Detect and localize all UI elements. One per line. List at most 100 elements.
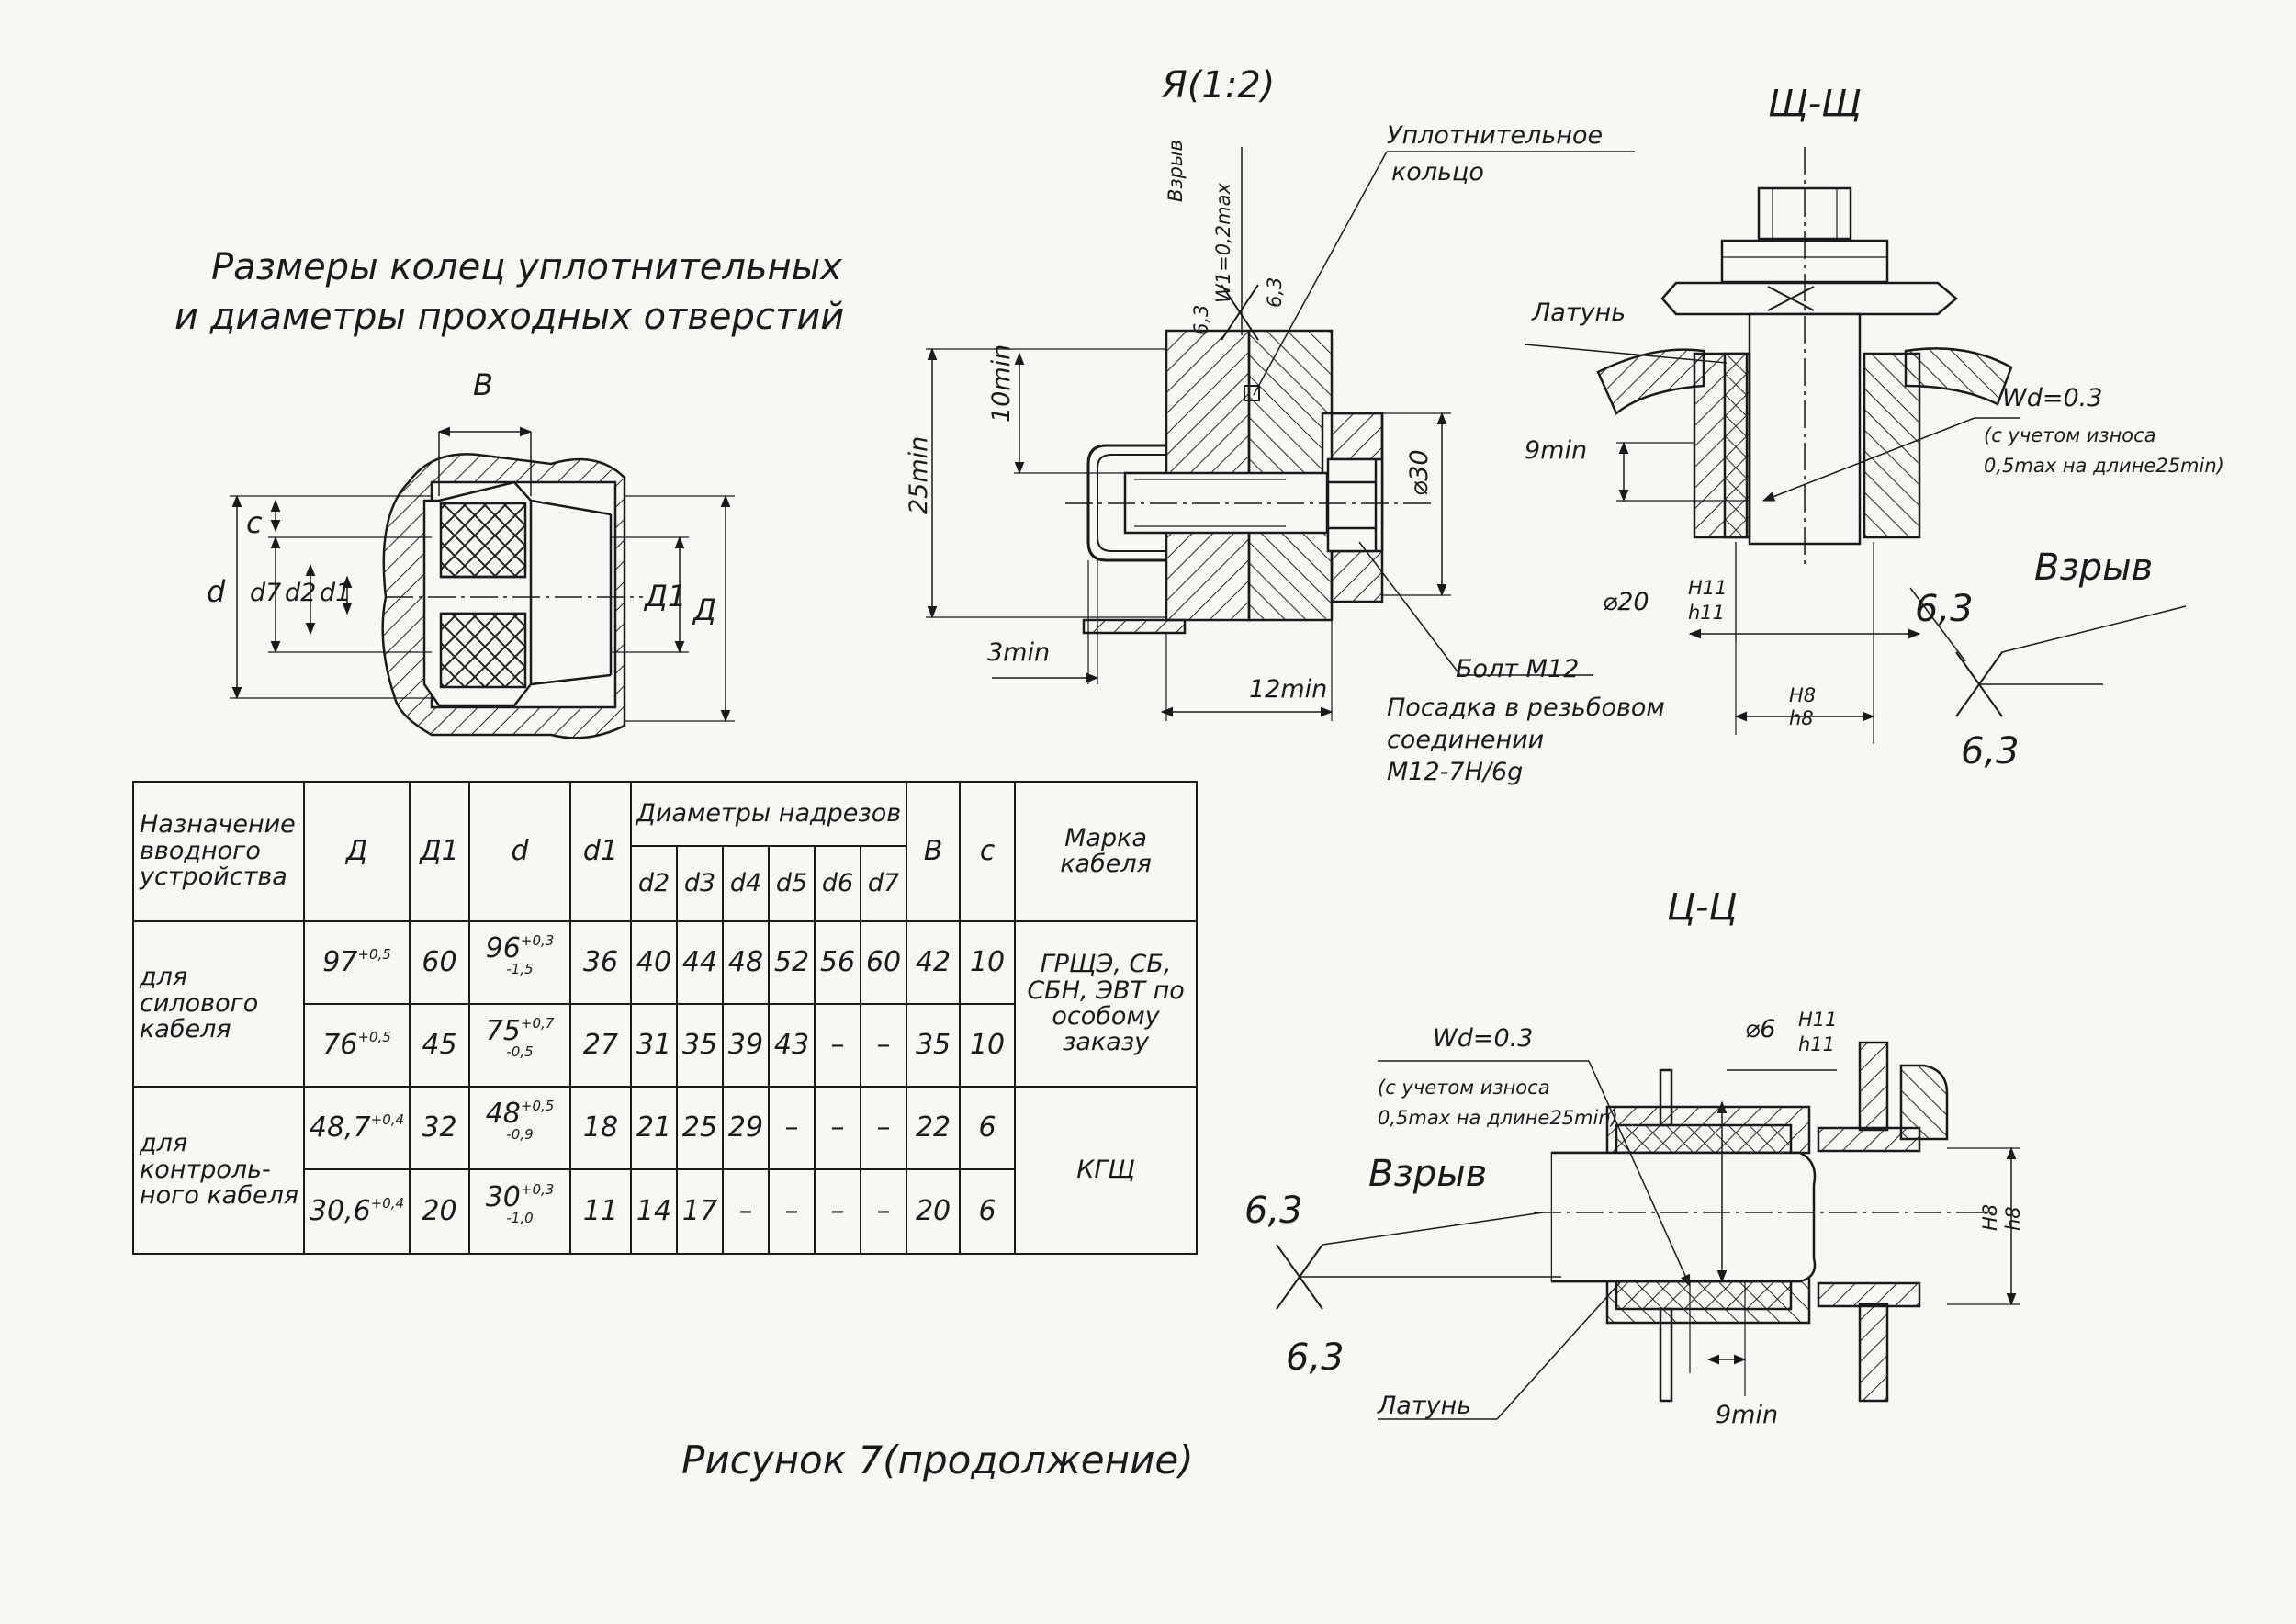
view-ya-title: Я(1:2)	[1162, 64, 1276, 107]
table-row: 76+0,5 45 75+0,7 -0,5 27 31 35 39 43 – –…	[133, 1003, 1197, 1088]
cell-d1-big: 20	[409, 1168, 470, 1255]
ya-w1-label: W1=0,2max	[1212, 183, 1234, 303]
group-control-cable: для контроль-ного кабеля	[132, 1086, 305, 1255]
dim-d1-label: d1	[320, 579, 352, 607]
cell-d-big: 48,7+0,4	[303, 1086, 411, 1170]
ya-dim-10: 10min	[987, 344, 1016, 423]
cell-cut: 21	[630, 1086, 678, 1170]
cell-cut: 60	[859, 920, 908, 1005]
cell-cut: 17	[676, 1168, 724, 1255]
sch-wear-label: (с учетом износа	[1984, 424, 2156, 446]
cell-cut: 25	[676, 1086, 724, 1170]
view-ts-drawing	[1276, 1041, 2020, 1420]
ts-fit2-den: h8	[2002, 1206, 2024, 1231]
cell-b: 20	[906, 1168, 962, 1255]
cell-cut: 31	[630, 1003, 678, 1088]
cell-c: 10	[959, 920, 1017, 1005]
dim-b-label: B	[473, 367, 493, 402]
ts-dim-9: 9min	[1716, 1401, 1779, 1429]
cell-cut: –	[859, 1003, 908, 1088]
cell-cut: 56	[814, 920, 861, 1005]
bolt-label: Болт М12	[1456, 655, 1580, 683]
sch-roughness-b: 6,3	[1961, 730, 2020, 773]
cell-cut: –	[722, 1168, 770, 1255]
cell-d1-big: 45	[409, 1003, 470, 1088]
cell-cut: –	[859, 1086, 908, 1170]
cell-cut: –	[859, 1168, 908, 1255]
ya-dim-3: 3min	[987, 638, 1051, 667]
sch-fit2-den: h8	[1789, 707, 1814, 729]
cell-cut: 43	[768, 1003, 816, 1088]
cell-d: 96+0,3 -1,5	[468, 920, 571, 1005]
ring-dimensions-table: Назначение вводного устройства Д Д1 d d1…	[132, 781, 1199, 1255]
cell-cut: 39	[722, 1003, 770, 1088]
cell-c: 6	[959, 1086, 1017, 1170]
cell-b: 35	[906, 1003, 962, 1088]
fit-label-2: соединении	[1387, 726, 1545, 754]
header-d2: d2	[630, 845, 678, 922]
sch-dim-d20: ⌀20	[1603, 588, 1649, 616]
cell-d-big: 30,6+0,4	[303, 1168, 411, 1255]
header-d7: d7	[859, 845, 908, 922]
cell-d-big: 97+0,5	[303, 920, 411, 1005]
cell-cut: –	[814, 1086, 861, 1170]
dim-d-label: d	[207, 574, 226, 609]
cell-cut: 14	[630, 1168, 678, 1255]
sch-fit-num: H11	[1688, 577, 1728, 599]
cell-d1: 36	[569, 920, 632, 1005]
ts-fit2-num: H8	[1979, 1203, 2001, 1231]
sch-dim-9: 9min	[1525, 436, 1588, 465]
cell-cut: 52	[768, 920, 816, 1005]
cell-cut: 29	[722, 1086, 770, 1170]
cell-b: 22	[906, 1086, 962, 1170]
ya-roughness-b: 6,3	[1264, 276, 1286, 308]
cell-mark-power: ГРЩЭ, СБ, СБН, ЭВТ по особому заказу	[1014, 920, 1199, 1088]
cell-d: 48+0,5 -0,9	[468, 1086, 571, 1170]
view-ya-drawing	[926, 147, 1635, 721]
figure-caption: Рисунок 7(продолжение)	[681, 1438, 1194, 1483]
cell-d-big: 76+0,5	[303, 1003, 411, 1088]
cell-d: 30+0,3 -1,0	[468, 1168, 571, 1255]
cell-d: 75+0,7 -0,5	[468, 1003, 571, 1088]
dim-d2-label: d2	[285, 579, 317, 607]
header-d3: d3	[676, 845, 724, 922]
cell-d1-big: 60	[409, 920, 470, 1005]
ring-sizes-title: Размеры колец уплотнительных	[211, 246, 842, 288]
cell-c: 6	[959, 1168, 1017, 1255]
ts-roughness-b: 6,3	[1286, 1336, 1345, 1379]
seal-ring-label: Уплотнительное	[1387, 121, 1604, 150]
sch-fit2-num: H8	[1789, 684, 1817, 706]
ring-sizes-title-2: и диаметры проходных отверстий	[174, 296, 845, 338]
seal-ring-section	[230, 426, 735, 739]
dim-c-label: c	[246, 505, 263, 540]
header-d4: d4	[722, 845, 770, 922]
ts-dim-d6: ⌀6	[1745, 1015, 1776, 1043]
cell-cut: 48	[722, 920, 770, 1005]
cell-cut: –	[814, 1003, 861, 1088]
table-row: 30,6+0,4 20 30+0,3 -1,0 11 14 17 – – – –…	[133, 1168, 1197, 1255]
cell-b: 42	[906, 920, 962, 1005]
fit-label: Посадка в резьбовом	[1387, 694, 1665, 722]
dim-d1-big-label: Д1	[645, 579, 687, 614]
cell-d1: 11	[569, 1168, 632, 1255]
seal-ring-label-2: кольцо	[1391, 158, 1484, 186]
cell-c: 10	[959, 1003, 1017, 1088]
ts-brass-label: Латунь	[1378, 1392, 1472, 1420]
cell-cut: –	[768, 1086, 816, 1170]
header-d1-big: Д1	[409, 781, 470, 922]
fit-label-3: М12-7Н/6g	[1387, 758, 1524, 786]
header-d: d	[468, 781, 571, 922]
group-power-cable: для силового кабеля	[132, 920, 305, 1088]
header-b: B	[906, 781, 962, 922]
sch-wear-label-2: 0,5max на длине25min)	[1984, 455, 2224, 477]
header-d6: d6	[814, 845, 861, 922]
sch-fit-den: h11	[1688, 602, 1726, 624]
cell-cut: –	[814, 1168, 861, 1255]
header-c: c	[959, 781, 1017, 922]
ts-wear-label-2: 0,5max на длине25min)	[1378, 1107, 1618, 1129]
ts-wear-label: (с учетом износа	[1378, 1077, 1550, 1099]
header-cable-brand: Марка кабеля	[1014, 781, 1199, 922]
cell-cut: 44	[676, 920, 724, 1005]
ts-fit-den: h11	[1798, 1033, 1836, 1055]
